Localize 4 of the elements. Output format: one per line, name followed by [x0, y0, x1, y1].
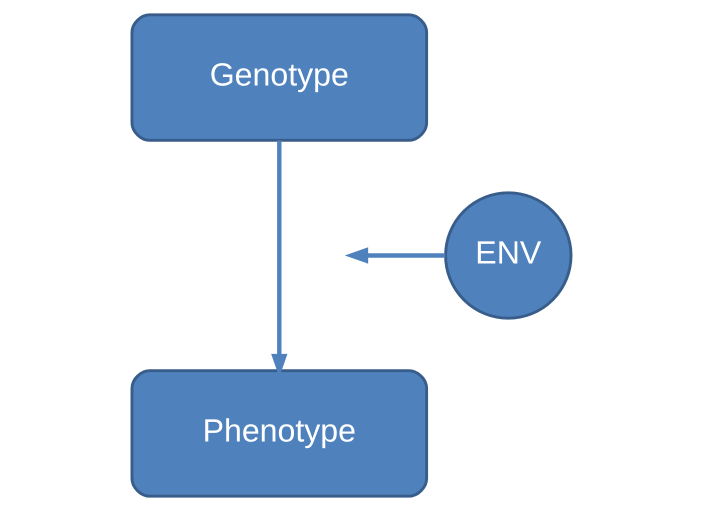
- node-circle: ENV: [444, 190, 572, 320]
- arrow: [344, 246, 445, 264]
- node-box: Phenotype: [130, 368, 428, 498]
- node-box: Genotype: [130, 12, 428, 142]
